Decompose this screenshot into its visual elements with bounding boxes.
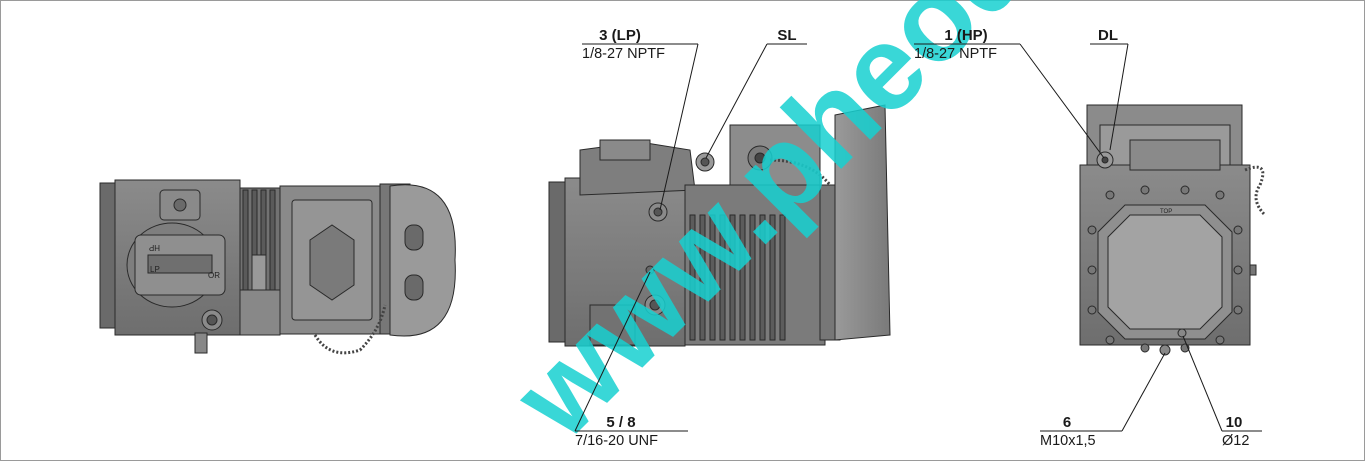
callout-d12: 10 Ø12 [1182, 335, 1262, 449]
end-view: TOP [1079, 104, 1267, 356]
callout-oil-spec: 7/16-20 UNF [575, 433, 658, 449]
plug-d12 [1177, 328, 1187, 338]
oil-plug-5-8 [645, 265, 655, 275]
fins-side [689, 214, 786, 341]
mark-hp: HP [149, 243, 160, 252]
cable-top [313, 304, 387, 355]
end-cap-top [389, 184, 456, 337]
callout-m10-id: 6 [1063, 414, 1071, 431]
foot-side [589, 304, 636, 346]
callout-dl: DL [1090, 27, 1129, 151]
callout-hp-id: 1 (HP) [944, 27, 987, 44]
callout-oil-id: 5 / 8 [606, 414, 635, 431]
terminal-box-side [729, 124, 821, 186]
cable-side [769, 158, 832, 186]
side-view [548, 104, 891, 347]
callout-sl-id: SL [777, 27, 796, 44]
flange-left [99, 182, 116, 329]
plug-m10 [1159, 344, 1171, 356]
callout-sl: SL [705, 27, 807, 159]
callout-hp: 1 (HP) 1/8-27 NPTF [914, 27, 1105, 159]
mark-top: TOP [1160, 209, 1172, 215]
callout-d12-id: 10 [1226, 414, 1243, 431]
end-cover-side [834, 104, 891, 341]
callout-hp-spec: 1/8-27 NPTF [914, 46, 997, 62]
callout-lp: 3 (LP) 1/8-27 NPTF [582, 27, 699, 211]
cable-end [1244, 165, 1267, 217]
callout-lp-id: 3 (LP) [599, 27, 641, 44]
logo-emblem [309, 224, 355, 301]
callout-d12-spec: Ø12 [1222, 433, 1249, 449]
callout-m10: 6 M10x1,5 [1040, 352, 1166, 449]
valve-block-end [1129, 139, 1221, 171]
callout-lp-spec: 1/8-27 NPTF [582, 46, 665, 62]
callout-m10-spec: M10x1,5 [1040, 433, 1096, 449]
top-view: HP LP OR [99, 179, 456, 355]
discharge-valve-top [239, 289, 281, 336]
mark-lp: LP [150, 265, 160, 274]
mark-or: OR [208, 271, 220, 280]
callout-oil: 5 / 8 7/16-20 UNF [574, 271, 688, 449]
callout-dl-id: DL [1098, 27, 1118, 44]
